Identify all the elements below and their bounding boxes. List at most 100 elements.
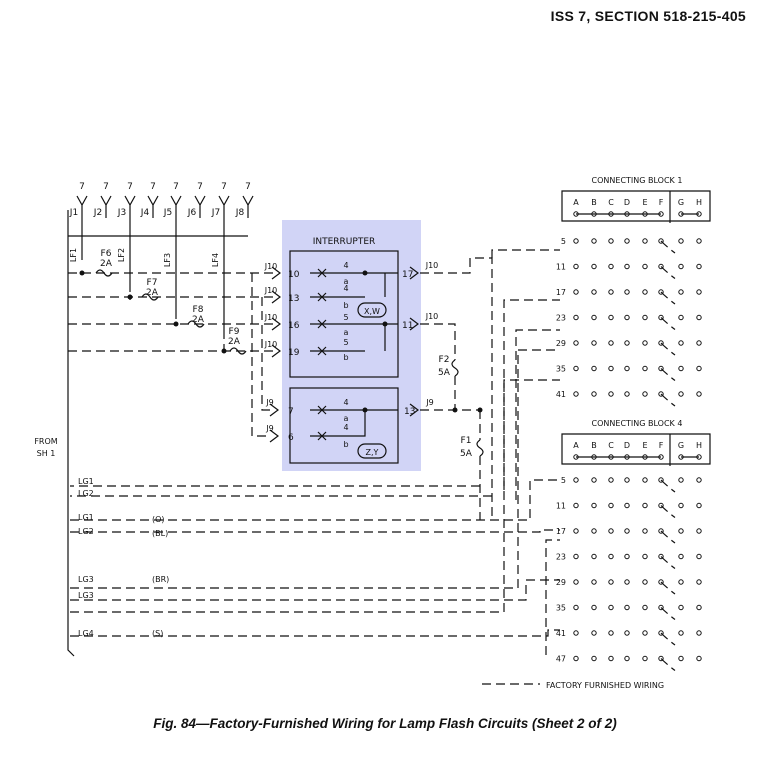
- block-row-number: 41: [556, 390, 566, 399]
- terminal-dot: [678, 289, 684, 295]
- connecting-block-1: [561, 190, 711, 407]
- terminal-dot: [591, 579, 597, 585]
- contact-label: a: [344, 328, 349, 337]
- terminal-dot: [624, 263, 630, 270]
- terminal-dot: [696, 263, 702, 270]
- block-row-number: 17: [556, 527, 566, 536]
- terminal-dot: [624, 238, 630, 244]
- figure-caption: Fig. 84—Factory-Furnished Wiring for Lam…: [153, 716, 617, 731]
- jack-pin-number: 7: [173, 182, 179, 192]
- terminal-dot: [608, 365, 614, 372]
- terminal-number: 13: [404, 407, 415, 417]
- terminal-dot: [678, 314, 684, 321]
- lead-group-label: LG3: [78, 591, 94, 600]
- jack-pin-number: 7: [103, 182, 109, 192]
- terminal-dot: [642, 528, 648, 534]
- terminal-dot: [696, 477, 702, 483]
- terminal-dot: [608, 391, 614, 397]
- connector-label: J10: [264, 286, 278, 295]
- terminal-dot: [573, 477, 579, 483]
- jack-group: [76, 195, 254, 218]
- terminal-dot: [624, 502, 630, 509]
- connector-label: J9: [265, 398, 273, 407]
- jack-pin-number: 7: [150, 182, 156, 192]
- jack-symbol: [100, 195, 112, 218]
- jack-label: J5: [163, 208, 172, 218]
- contact-label: 5: [343, 313, 348, 322]
- terminal-number: 13: [288, 294, 299, 304]
- jack-symbol: [242, 195, 254, 218]
- lead-group-label: LG2: [78, 489, 94, 498]
- interrupter-lower-box: [289, 387, 399, 464]
- terminal-dot: [591, 365, 597, 372]
- jack-pin-number: 7: [197, 182, 203, 192]
- terminal-dot: [591, 263, 597, 270]
- fuse-label: F7: [147, 278, 158, 288]
- terminal-dot: [573, 365, 579, 372]
- terminal-dot: [573, 391, 579, 397]
- block-row-number: 29: [556, 578, 566, 587]
- fuse-rating: 2A: [100, 259, 113, 269]
- fuse-label: F9: [229, 327, 240, 337]
- terminal-dot: [624, 289, 630, 295]
- block-column-letter: C: [608, 198, 614, 207]
- terminal-dot: [678, 340, 684, 346]
- terminal-dot: [678, 604, 684, 611]
- terminal-dot: [573, 630, 579, 636]
- terminal-dot: [608, 630, 614, 636]
- terminal-dot: [591, 289, 597, 295]
- jack-label: J7: [211, 208, 220, 218]
- terminal-dot: [678, 365, 684, 372]
- strap-wire: [660, 479, 676, 493]
- terminal-dot: [591, 528, 597, 534]
- lead-group-label: LG2: [78, 527, 94, 536]
- lead-color-label: (BL): [152, 529, 168, 538]
- terminal-dot: [624, 655, 630, 662]
- block-column-letter: A: [573, 198, 579, 207]
- terminal-dot: [696, 238, 702, 244]
- terminal-dot: [696, 391, 702, 397]
- block-column-letter: D: [624, 441, 630, 450]
- terminal-dot: [573, 655, 579, 662]
- fuse-label: F6: [101, 249, 112, 259]
- connecting-block-4: [561, 433, 711, 671]
- contact-label: b: [343, 440, 348, 449]
- connector-label: J10: [264, 262, 278, 271]
- block-column-letter: A: [573, 441, 579, 450]
- terminal-dot: [591, 502, 597, 509]
- block-row-number: 17: [556, 288, 566, 297]
- terminal-dot: [678, 502, 684, 509]
- fuse-rating: 2A: [228, 337, 241, 347]
- from-label: SH 1: [37, 449, 56, 458]
- terminal-dot: [624, 528, 630, 534]
- terminal-dot: [642, 502, 648, 509]
- interrupter-upper-box: [289, 250, 399, 378]
- terminal-dot: [624, 340, 630, 346]
- terminal-number: 11: [402, 321, 413, 331]
- block-row-number: 29: [556, 339, 566, 348]
- terminal-dot: [608, 604, 614, 611]
- strap-wire: [660, 266, 676, 279]
- terminal-dot: [573, 604, 579, 611]
- fuse-label: F2: [439, 355, 450, 365]
- terminal-dot: [696, 289, 702, 295]
- terminal-dot: [624, 477, 630, 483]
- terminal-dot: [642, 289, 648, 295]
- fuse-label: F1: [461, 436, 472, 446]
- jack-label: J4: [140, 208, 150, 218]
- block-row-number: 5: [561, 476, 566, 485]
- terminal-dot: [696, 502, 702, 509]
- terminal-dot: [696, 340, 702, 346]
- terminal-dot: [608, 553, 614, 560]
- block-header-frame: [561, 433, 711, 465]
- terminal-dot: [624, 579, 630, 585]
- jack-label: J6: [187, 208, 197, 218]
- terminal-dot: [573, 314, 579, 321]
- terminal-dot: [642, 604, 648, 611]
- block-column-letter: H: [696, 441, 702, 450]
- legend-label: FACTORY FURNISHED WIRING: [546, 681, 664, 690]
- from-label: FROM: [34, 437, 57, 446]
- terminal-dot: [608, 528, 614, 534]
- jack-pin-number: 7: [245, 182, 251, 192]
